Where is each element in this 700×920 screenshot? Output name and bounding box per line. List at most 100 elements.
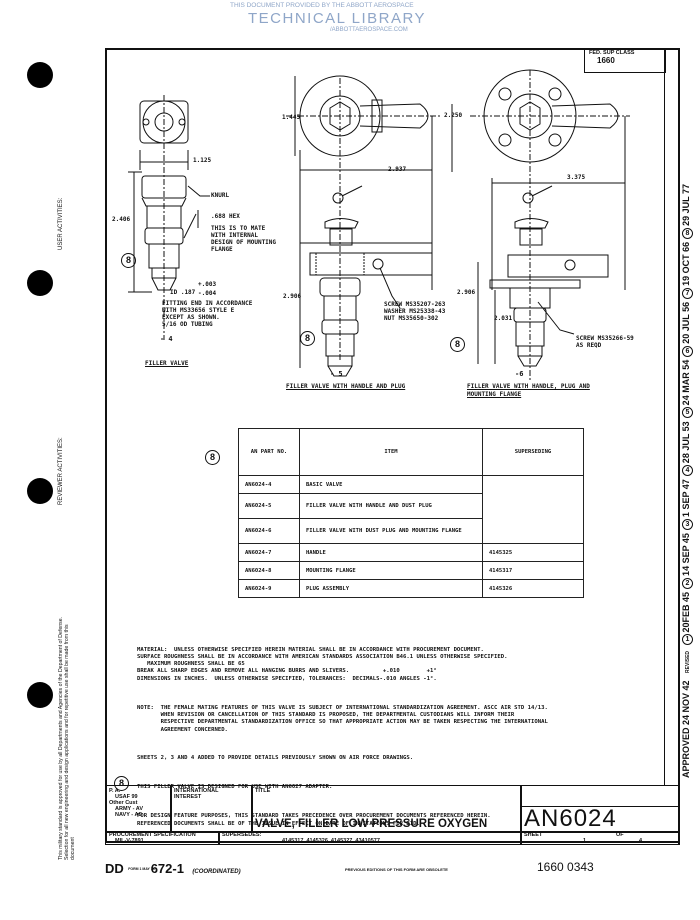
dim-height-2: 2.031 <box>494 315 513 322</box>
knurl-label: KNURL <box>211 192 230 199</box>
cell-part: AN6024-6 <box>238 518 300 544</box>
drawing-caption: FILLER VALVE <box>145 360 189 367</box>
revision-mark: 8 <box>114 771 129 791</box>
dim-height-top: 1.445 <box>282 114 301 121</box>
approved-date: APPROVED 24 NOV 42 <box>681 680 691 778</box>
sheet-number: 1 <box>583 838 587 844</box>
cell-part: AN6024-7 <box>238 543 300 562</box>
document-code: 1660 0343 <box>537 860 594 874</box>
revision-mark: 8 <box>450 332 465 352</box>
dash-number: - 5 <box>330 370 343 378</box>
filler-valve-6-drawing <box>451 69 630 380</box>
note-line: AS REQD <box>576 342 602 349</box>
document-title: VALVE, FILLER LOW PRESSURE OXYGEN <box>255 818 488 830</box>
filler-valve-5-drawing <box>286 75 440 377</box>
header-part: AN PART NO. <box>238 428 300 476</box>
dim-width: 1.125 <box>193 157 212 164</box>
dash-number: -6 <box>515 370 524 378</box>
cell-item: MOUNTING FLANGE <box>299 561 483 580</box>
revision-column <box>664 48 680 785</box>
note-line: SCREW MS35266-59 <box>576 335 634 342</box>
sheet-label: SHEET <box>524 832 543 838</box>
header-item: ITEM <box>299 428 483 476</box>
id-dimension: ID .187 <box>170 289 196 296</box>
procurement-label: PROCUREMENT SPECIFICATION <box>109 832 196 838</box>
drawing-caption: FILLER VALVE WITH HANDLE, PLUG AND <box>467 383 590 390</box>
cell-part: AN6024-5 <box>238 493 300 519</box>
intl-label: INTERNATIONAL INTEREST <box>174 788 219 800</box>
revision-number: 2 <box>682 577 693 589</box>
revision-mark: 8 <box>205 445 220 465</box>
coordinated-label: (COORDINATED) <box>192 869 241 875</box>
approval-note: Selection for all new engineering and de… <box>64 624 70 860</box>
cell-part: AN6024-4 <box>238 475 300 494</box>
revision-date: 20FEB 45 <box>681 591 691 633</box>
title-label: TITLE <box>255 788 271 794</box>
note-line: WITH MS33656 STYLE E <box>162 307 235 314</box>
dim-height: 2.906 <box>283 293 302 300</box>
procurement-cell: PROCUREMENT SPECIFICATION MIL-V-7891 <box>105 831 220 845</box>
obsolete-note: PREVIOUS EDITIONS OF THIS FORM ARE OBSOL… <box>345 867 448 872</box>
punch-hole <box>27 478 53 504</box>
document-number: AN6024 <box>524 805 617 832</box>
cell-item: PLUG ASSEMBLY <box>299 579 483 598</box>
header-superseding: SUPERSEDING <box>482 428 584 476</box>
dim-width: 3.375 <box>567 174 586 181</box>
note-line: 5/16 OD TUBING <box>162 321 213 328</box>
doc-number-cell: AN6024 <box>520 785 680 833</box>
note-sheets: SHEETS 2, 3 AND 4 ADDED TO PROVIDE DETAI… <box>137 755 414 762</box>
tolerance-plus: +.003 <box>198 281 217 288</box>
procurement-value: MIL-V-7891 <box>115 838 144 844</box>
cell-item: FILLER VALVE WITH DUST PLUG AND MOUNTING… <box>299 518 483 544</box>
other-cust-label: Other Cust <box>109 800 138 806</box>
supersedes-label: SUPERSEDES: <box>222 832 262 838</box>
cell-superseding: 4145325 <box>482 543 584 562</box>
note-line: THIS IS TO MATE <box>211 225 266 232</box>
revision-entry: 428 JUL 53 <box>681 421 693 477</box>
watermark-url: /ABBOTTAEROSPACE.COM <box>330 27 408 33</box>
cell-superseding: 4145326 <box>482 579 584 598</box>
note-line: DESIGN OF MOUNTING <box>211 239 277 246</box>
reviewer-activities-label: REVIEWER ACTIVITIES: <box>58 437 64 505</box>
approval-note: document <box>70 837 76 860</box>
hex-label: .688 HEX <box>211 213 240 220</box>
revision-number: 3 <box>682 519 693 531</box>
revision-entry: 31 SEP 47 <box>681 479 693 531</box>
general-notes: MATERIAL: UNLESS OTHERWISE SPECIFIED HER… <box>137 632 657 842</box>
drawing-caption: FILLER VALVE WITH HANDLE AND PLUG <box>286 383 406 390</box>
fed-sup-class-box: FED. SUP CLASS 1660 <box>584 48 666 73</box>
note-design: FOR DESIGN FEATURE PURPOSES, THIS STANDA… <box>137 813 491 827</box>
dim-height: 2.906 <box>457 289 476 296</box>
note-line: FLANGE <box>211 246 233 253</box>
punch-hole <box>27 270 53 296</box>
fed-sup-class-value: 1660 <box>597 56 615 65</box>
cell-item: BASIC VALVE <box>299 475 483 494</box>
pa-usaf: USAF 99 <box>115 794 138 800</box>
form-number: 672-1 <box>150 861 184 876</box>
revision-number: 4 <box>682 465 693 477</box>
filler-valve-4-drawing <box>128 95 210 340</box>
army: ARMY - AV <box>115 806 144 812</box>
form-label: DD <box>105 861 124 876</box>
note-line: FITTING END IN ACCORDANCE <box>162 300 253 307</box>
cell-part: AN6024-8 <box>238 561 300 580</box>
dim-width: 2.937 <box>388 166 407 173</box>
form-date: FORM 1 MAY 73 <box>128 866 155 871</box>
revision-date: 1 SEP 47 <box>681 479 691 518</box>
revision-number: 1 <box>682 634 693 646</box>
watermark-title: TECHNICAL LIBRARY <box>248 10 427 27</box>
cell-part: AN6024-9 <box>238 579 300 598</box>
note-line: EXCEPT AS SHOWN. <box>162 314 220 321</box>
revision-entry: 214 SEP 45 <box>681 533 693 589</box>
punch-hole <box>27 62 53 88</box>
note-line: SCREW MS35207-263 <box>384 301 446 308</box>
cell-item: HANDLE <box>299 543 483 562</box>
revision-mark: 8 <box>300 326 315 346</box>
tolerance-minus: -.004 <box>198 290 217 297</box>
